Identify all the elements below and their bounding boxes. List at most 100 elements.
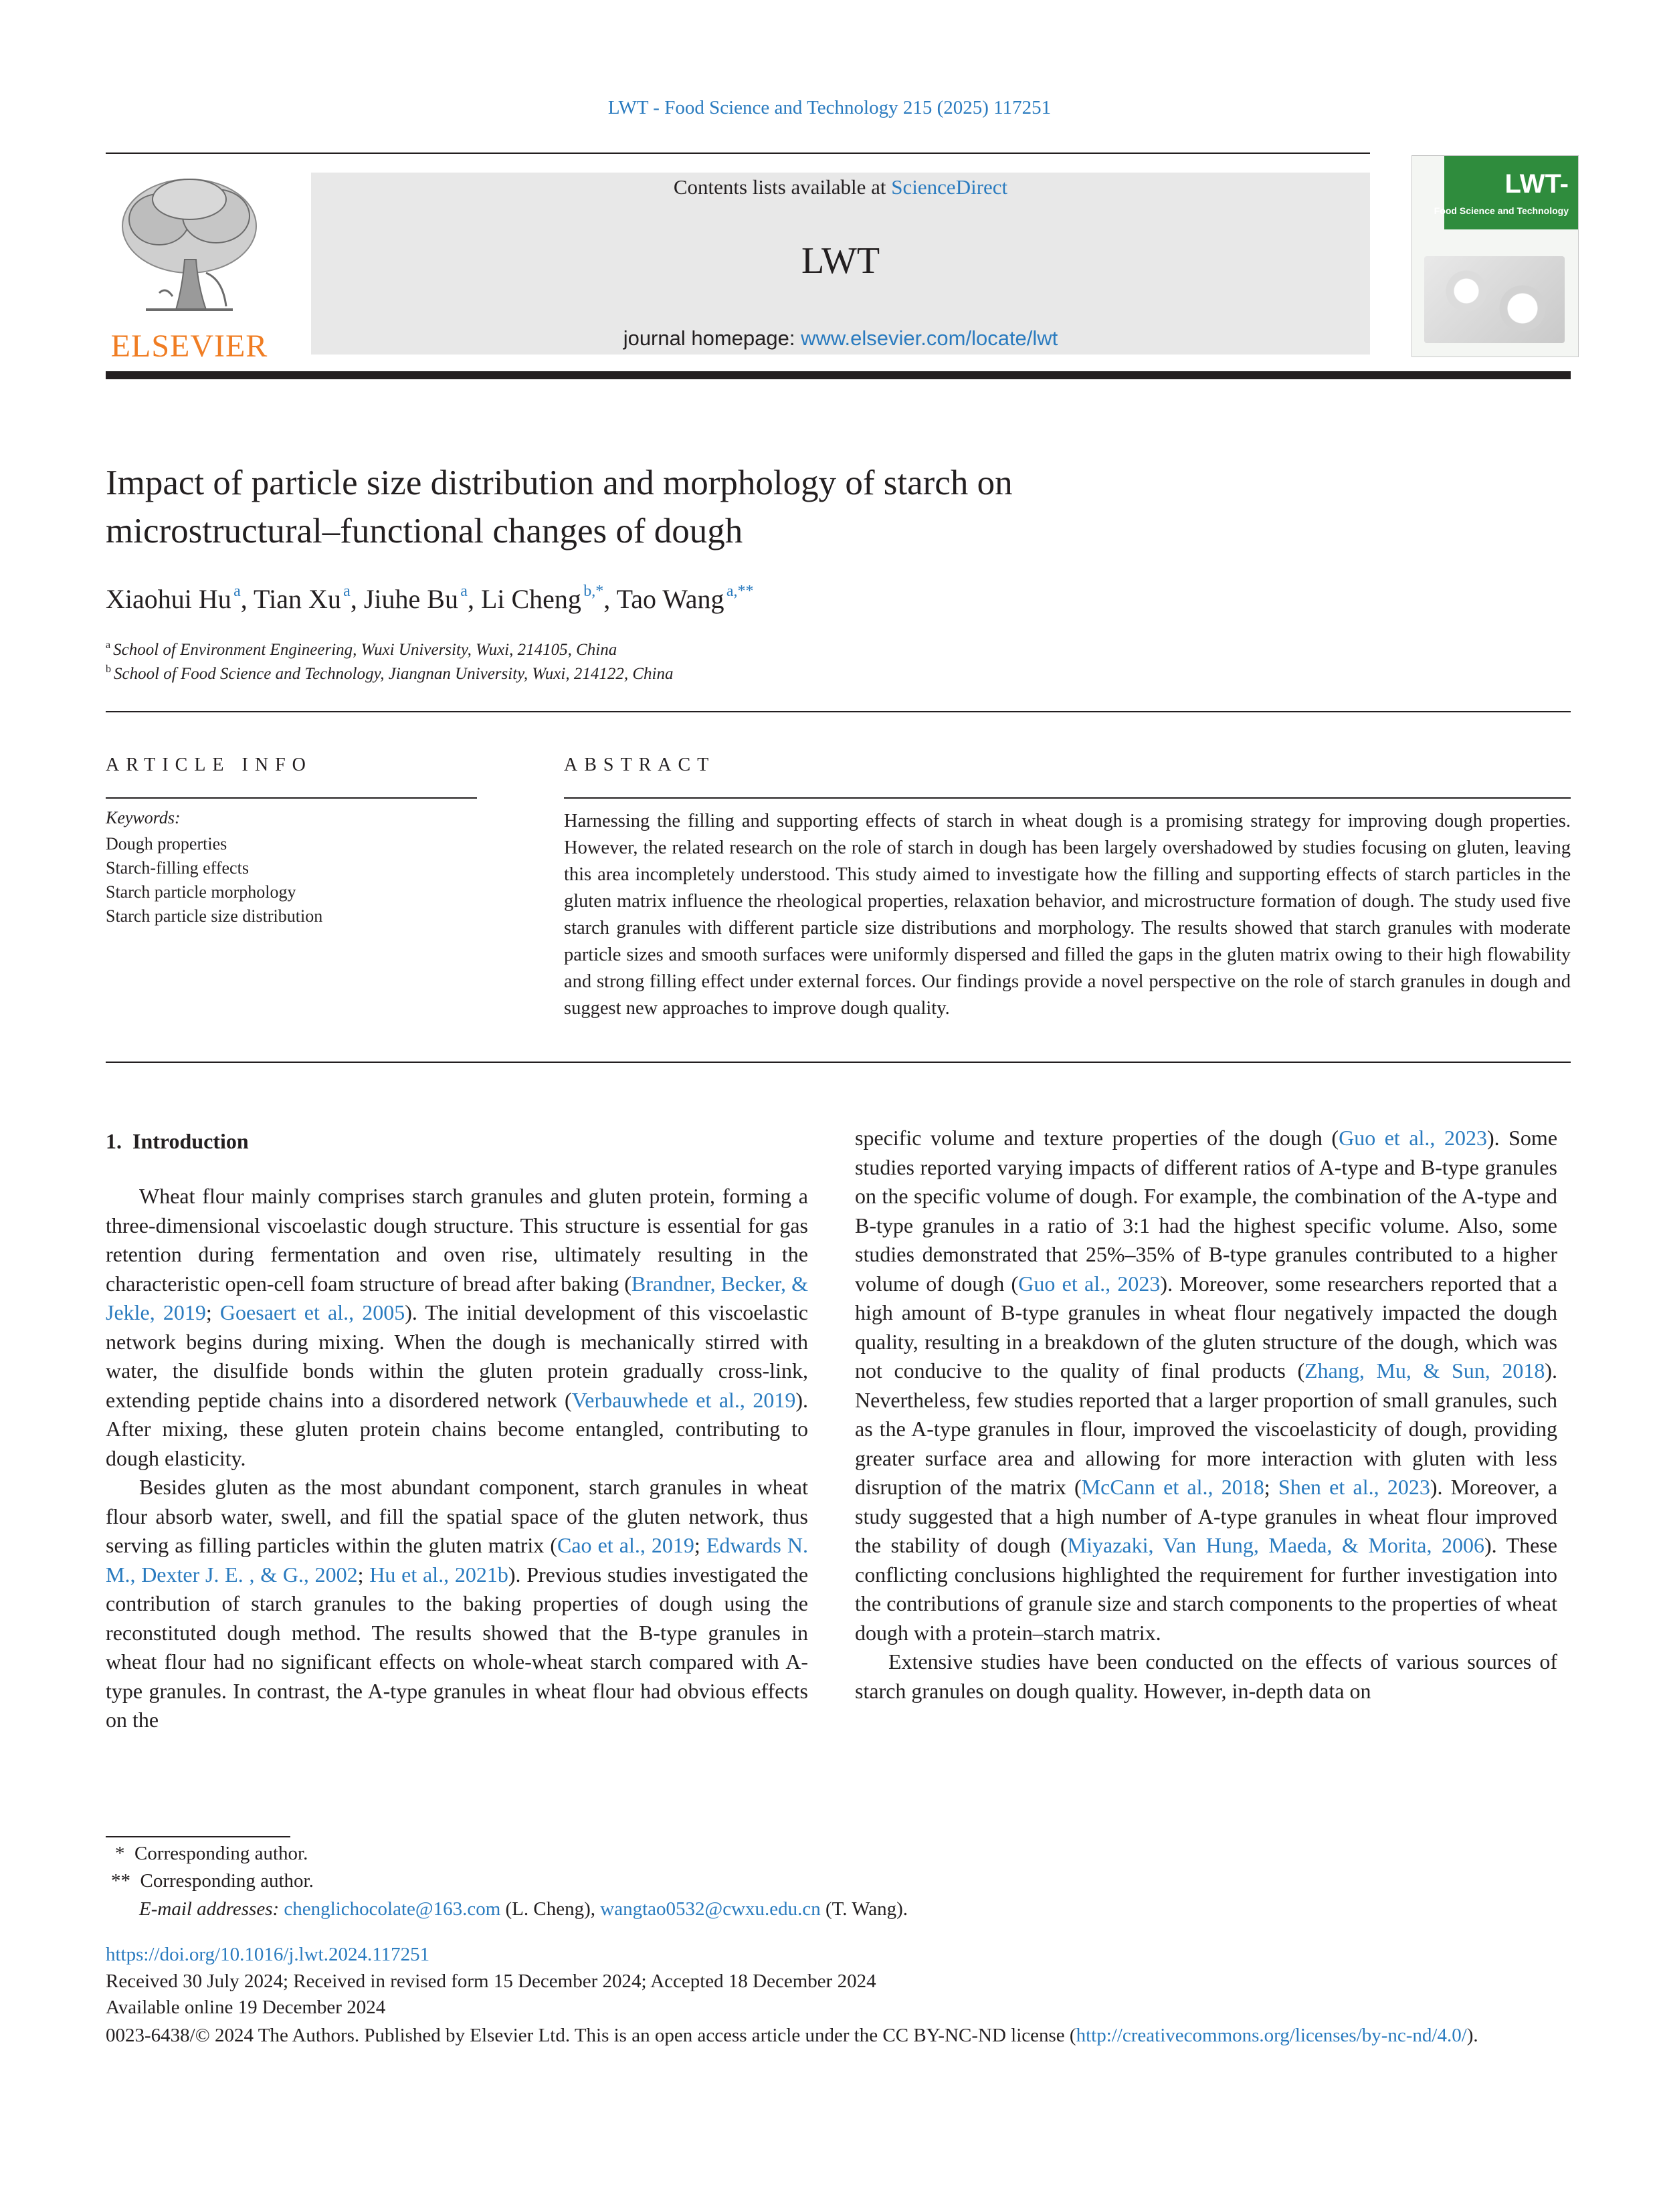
homepage-link[interactable]: www.elsevier.com/locate/lwt — [801, 326, 1058, 350]
section-heading-introduction: 1. Introduction — [106, 1129, 249, 1153]
body-text: ). Moreover, some researchers reported t… — [855, 1271, 1557, 1383]
license-end: ). — [1466, 2025, 1478, 2046]
keywords-label: Keywords: — [106, 808, 181, 827]
affiliation-label: b — [106, 664, 111, 675]
citation-link[interactable]: Guo et al., 2023 — [1339, 1126, 1487, 1150]
keywords-list: Dough properties Starch-filling effects … — [106, 832, 322, 928]
license-link[interactable]: http://creativecommons.org/licenses/by-n… — [1076, 2025, 1467, 2046]
body-text: ). Nevertheless, few studies reported th… — [855, 1359, 1558, 1499]
body-column-right: specific volume and texture properties o… — [855, 1124, 1557, 1706]
article-title: Impact of particle size distribution and… — [106, 459, 1510, 555]
body-text: Besides gluten as the most abundant comp… — [106, 1475, 808, 1557]
author-list: Xiaohui Hu a, Tian Xu a, Jiuhe Bu a, Li … — [106, 583, 754, 614]
body-text: specific volume and texture properties o… — [855, 1126, 1339, 1150]
license-statement: 0023-6438/© 2024 The Authors. Published … — [106, 2022, 1571, 2049]
email-owner: (T. Wang). — [825, 1898, 908, 1920]
author-affil-mark[interactable]: a,** — [726, 583, 754, 600]
footnote-emails: E-mail addresses: chenglichocolate@163.c… — [139, 1898, 908, 1920]
author-affil-mark[interactable]: a — [343, 583, 351, 600]
cover-title: LWT- — [1504, 169, 1569, 199]
intro-paragraph-2-continued: specific volume and texture properties o… — [855, 1124, 1557, 1647]
footnote-corresponding-1: * Corresponding author. — [115, 1843, 308, 1865]
body-text: ; — [205, 1300, 220, 1324]
body-text: ; — [357, 1562, 370, 1587]
elsevier-tree-icon — [122, 179, 257, 311]
abstract-bottom-rule — [106, 1062, 1571, 1063]
author-affil-mark[interactable]: a — [233, 583, 241, 600]
author-name[interactable]: Jiuhe Bu — [363, 584, 458, 614]
journal-citation-link[interactable]: LWT - Food Science and Technology 215 (2… — [607, 97, 1052, 118]
keyword-item: Starch particle morphology — [106, 882, 296, 902]
affiliation-text: School of Environment Engineering, Wuxi … — [113, 641, 617, 659]
citation-link[interactable]: Zhang, Mu, & Sun, 2018 — [1304, 1359, 1545, 1383]
homepage-line: journal homepage: www.elsevier.com/locat… — [311, 326, 1370, 350]
email-owner: (L. Cheng), — [505, 1898, 596, 1920]
citation-link[interactable]: Brandner, Becker, & Jekle, 2019 — [106, 1271, 808, 1325]
email-label: E-mail addresses: — [139, 1898, 280, 1920]
citation-link[interactable]: Cao et al., 2019 — [557, 1533, 694, 1557]
citation-link[interactable]: Edwards N. M., Dexter J. E. , & G., 2002 — [106, 1533, 809, 1587]
elsevier-logo[interactable]: ELSEVIER — [106, 173, 273, 364]
cover-subtitle: Food Science and Technology — [1434, 205, 1569, 216]
cover-band — [1444, 156, 1578, 229]
received-dates: Received 30 July 2024; Received in revis… — [106, 1971, 876, 1992]
author-name[interactable]: Tian Xu — [254, 584, 341, 614]
citation-link[interactable]: McCann et al., 2018 — [1081, 1475, 1264, 1499]
article-title-line1: Impact of particle size distribution and… — [106, 464, 1013, 502]
affiliation-label: a — [106, 639, 111, 651]
article-title-line2: microstructural–functional changes of do… — [106, 512, 743, 550]
body-text: ). After mixing, these gluten protein ch… — [106, 1387, 809, 1470]
contents-prefix: Contents lists available at — [673, 175, 892, 199]
footnote-text: Corresponding author. — [140, 1870, 314, 1892]
body-text: ). Moreover, a study suggested that a hi… — [855, 1475, 1558, 1557]
abstract-heading: ABSTRACT — [564, 755, 716, 775]
footnote-corresponding-2: ** Corresponding author. — [111, 1870, 314, 1892]
body-text: Wheat flour mainly comprises starch gran… — [106, 1184, 808, 1296]
citation-link[interactable]: Miyazaki, Van Hung, Maeda, & Morita, 200… — [1067, 1533, 1484, 1557]
license-text: 0023-6438/© 2024 The Authors. Published … — [106, 2025, 1076, 2046]
journal-header-banner: Contents lists available at ScienceDirec… — [311, 173, 1370, 355]
author-name[interactable]: Xiaohui Hu — [106, 584, 231, 614]
citation-link[interactable]: Hu et al., 2021b — [369, 1562, 508, 1587]
available-online-date: Available online 19 December 2024 — [106, 1997, 386, 2018]
author-affil-mark[interactable]: b,* — [583, 583, 604, 600]
body-text: ). These conflicting conclusions highlig… — [855, 1533, 1558, 1645]
keyword-item: Starch-filling effects — [106, 858, 249, 878]
affiliation-text: School of Food Science and Technology, J… — [114, 665, 674, 683]
footnote-mark: * — [115, 1843, 125, 1864]
cover-photo — [1424, 256, 1565, 343]
body-text: ). The initial development of this visco… — [106, 1300, 809, 1412]
body-text: ; — [1264, 1475, 1278, 1499]
footnote-rule — [106, 1836, 290, 1837]
author-affil-mark[interactable]: a — [460, 583, 468, 600]
header-bottom-rule — [106, 371, 1571, 379]
author-name[interactable]: Li Cheng — [480, 584, 581, 614]
intro-paragraph-3: Extensive studies have been conducted on… — [855, 1649, 1557, 1703]
intro-paragraph-2: Besides gluten as the most abundant comp… — [106, 1473, 808, 1735]
abstract-text: Harnessing the filling and supporting ef… — [564, 811, 1571, 1019]
header-top-rule — [106, 153, 1370, 154]
doi-link[interactable]: https://doi.org/10.1016/j.lwt.2024.11725… — [106, 1944, 430, 1965]
citation-link[interactable]: Verbauwhede et al., 2019 — [571, 1387, 796, 1412]
email-link[interactable]: chenglichocolate@163.com — [284, 1898, 501, 1920]
contents-line: Contents lists available at ScienceDirec… — [311, 175, 1370, 199]
journal-cover-image[interactable]: LWT- Food Science and Technology — [1411, 155, 1579, 357]
abstract-rule — [564, 797, 1571, 799]
citation-link[interactable]: Goesaert et al., 2005 — [219, 1300, 405, 1324]
author-name[interactable]: Tao Wang — [616, 584, 724, 614]
body-text: ). Previous studies investigated the con… — [106, 1562, 809, 1732]
article-info-rule — [106, 797, 477, 799]
sciencedirect-link[interactable]: ScienceDirect — [891, 175, 1008, 199]
citation-link[interactable]: Guo et al., 2023 — [1018, 1271, 1161, 1296]
keyword-item: Dough properties — [106, 834, 227, 853]
intro-paragraph-1: Wheat flour mainly comprises starch gran… — [106, 1182, 808, 1473]
footnote-mark: ** — [111, 1870, 130, 1892]
homepage-prefix: journal homepage: — [623, 326, 801, 350]
body-text: ). Some studies reported varying impacts… — [855, 1126, 1558, 1296]
email-link[interactable]: wangtao0532@cwxu.edu.cn — [600, 1898, 821, 1920]
keyword-item: Starch particle size distribution — [106, 906, 323, 926]
article-info-heading: ARTICLE INFO — [106, 755, 312, 775]
citation-link[interactable]: Shen et al., 2023 — [1278, 1475, 1430, 1499]
